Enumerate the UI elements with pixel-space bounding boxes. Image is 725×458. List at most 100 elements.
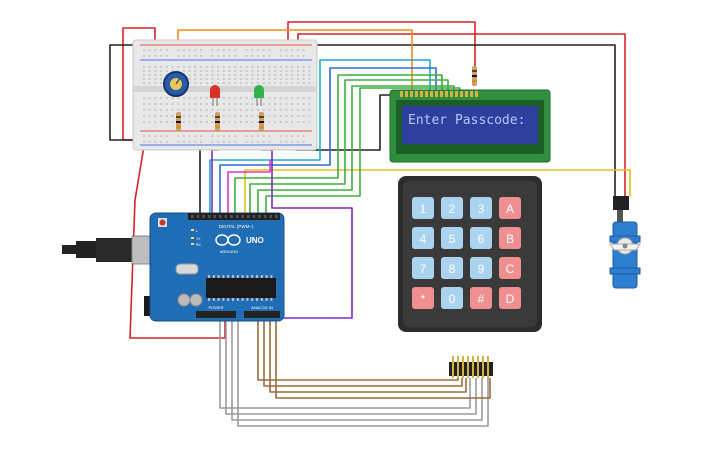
keypad-key-cap[interactable] [441,257,463,279]
keypad-key[interactable]: 6 [470,227,492,249]
breadboard-hole [245,109,248,111]
breadboard-hole [182,55,185,57]
keypad-key[interactable]: 0 [441,287,463,309]
breadboard-hole [177,141,180,143]
breadboard-hole [302,109,305,111]
breadboard-hole [200,135,202,137]
breadboard-hole [211,78,214,80]
keypad-key-cap[interactable] [412,287,434,309]
keypad-key[interactable]: B [499,227,521,249]
digital-pin [252,215,256,218]
breadboard-hole [228,49,231,51]
breadboard-hole [302,103,305,105]
servo-mount-tab [609,267,641,275]
breadboard-hole [165,115,168,117]
keypad-key-cap[interactable] [441,227,463,249]
breadboard-hole [160,49,163,51]
keypad-key[interactable]: # [470,287,492,309]
keypad-key-cap[interactable] [499,197,521,219]
breadboard-hole [285,78,288,80]
keypad-key-cap[interactable] [470,197,492,219]
digital-pin [207,215,211,218]
keypad-key[interactable]: A [499,197,521,219]
keypad-key-cap[interactable] [441,287,463,309]
breadboard-hole [239,66,242,68]
breadboard-hole [245,103,248,105]
breadboard-hole [228,70,231,72]
keypad-key-cap[interactable] [412,257,434,279]
breadboard-hole [308,66,311,68]
keypad-key[interactable]: 7 [412,257,434,279]
breadboard-hole [217,78,220,80]
keypad-key[interactable]: 2 [441,197,463,219]
breadboard-hole [154,97,157,99]
keypad-key-label: B [506,232,514,246]
breadboard-hole [308,78,311,80]
brand-label: ARDUINO [220,249,238,254]
breadboard-hole [154,121,157,123]
breadboard-hole [279,109,282,111]
keypad-key-cap[interactable] [412,197,434,219]
wire-grey-keypad-3 [231,300,483,421]
breadboard-hole [200,55,202,57]
breadboard[interactable] [132,39,318,151]
breadboard-hole [268,49,271,51]
breadboard-hole [160,115,163,117]
keypad-key-cap[interactable] [499,257,521,279]
breadboard-hole [154,115,157,117]
breadboard-hole [148,55,151,57]
chip-pin [265,298,268,301]
keypad-key-cap[interactable] [470,257,492,279]
keypad-key[interactable]: 5 [441,227,463,249]
wire-cyan-lcd-1 [209,59,431,215]
breadboard-hole [194,135,197,137]
wire-grey-keypad-4 [237,300,489,427]
breadboard-hole [239,97,242,99]
breadboard-hole [188,97,191,99]
breadboard-hole [160,66,163,68]
breadboard-hole [165,49,168,51]
breadboard-hole [165,97,168,99]
keypad-key[interactable]: C [499,257,521,279]
chip-pin [227,275,230,278]
keypad-key[interactable]: 4 [412,227,434,249]
keypad-key[interactable]: 3 [470,197,492,219]
keypad-key-cap[interactable] [470,227,492,249]
breadboard-hole [160,135,163,137]
digital-pin [247,215,250,218]
potentiometer[interactable] [163,71,189,97]
breadboard-hole [228,103,231,105]
lcd-module: Enter Passcode: [389,89,551,163]
chip-pin [227,298,230,301]
reset-button[interactable] [159,219,166,226]
breadboard-hole [257,70,259,72]
breadboard-hole [291,49,294,51]
keypad-key[interactable]: 1 [412,197,434,219]
chip-pin [256,298,258,301]
breadboard-hole [171,121,174,123]
keypad-key-cap[interactable] [470,287,492,309]
lcd-pin [440,91,443,97]
breadboard-hole [239,121,242,123]
wire-red-lcd-vcc [287,21,476,82]
breadboard-hole [234,135,237,137]
keypad-key-cap[interactable] [441,197,463,219]
capacitor [189,293,203,307]
breadboard-hole [143,70,145,72]
breadboard-hole [154,103,157,105]
keypad-key-cap[interactable] [499,287,521,309]
servo[interactable] [609,196,641,289]
breadboard-hole [182,49,185,51]
keypad-key-cap[interactable] [412,227,434,249]
keypad-key-cap[interactable] [499,227,521,249]
keypad-key[interactable]: 8 [441,257,463,279]
breadboard-hole [194,141,197,143]
resistor-band [176,121,181,123]
keypad-key[interactable]: * [412,287,434,309]
breadboard-hole [234,78,237,80]
chip-pin [246,298,249,301]
keypad-key[interactable]: D [499,287,521,309]
keypad-key[interactable]: 9 [470,257,492,279]
